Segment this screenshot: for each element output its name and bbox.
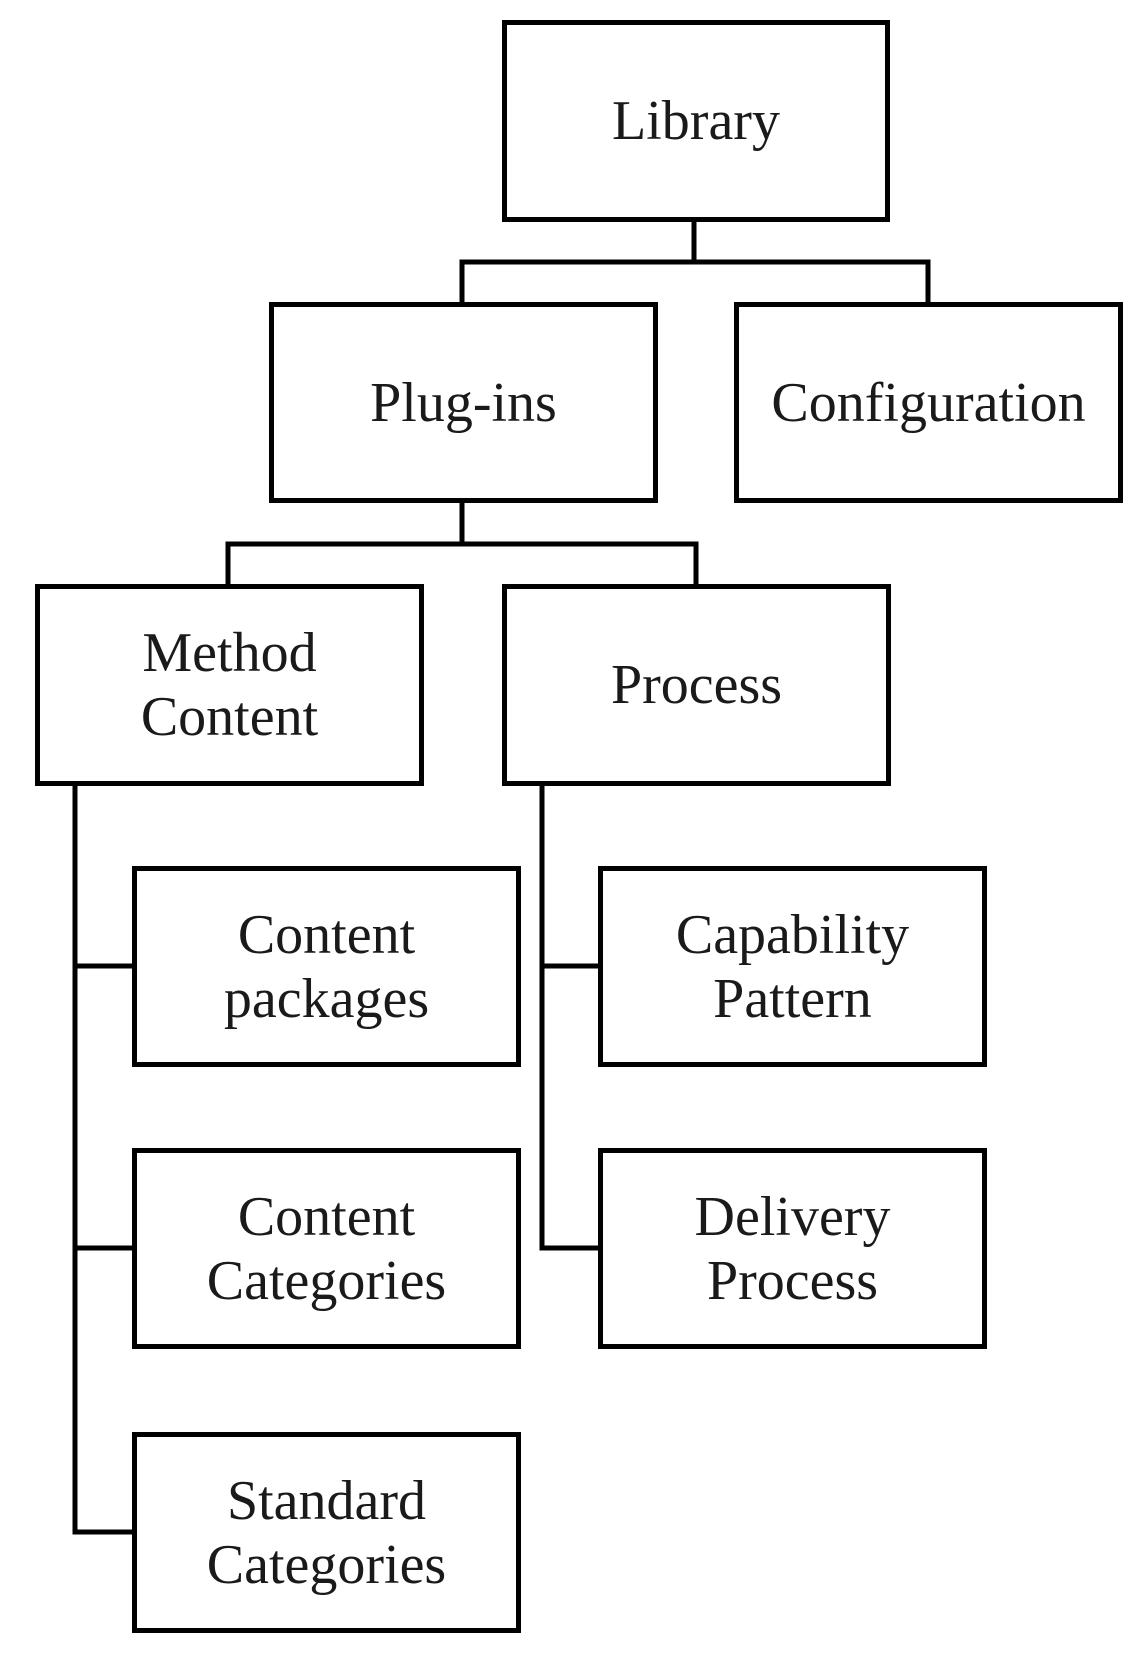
node-delivery-process-line-1: Delivery [694,1185,891,1248]
node-process: Process [502,584,891,786]
node-content-packages-line-2: packages [223,967,430,1030]
node-plugins-label: Plug-ins [370,371,557,435]
node-standard-categories-label: Standard Categories [207,1469,446,1597]
node-delivery-process-label: Delivery Process [695,1185,891,1313]
node-content-categories: Content Categories [132,1148,521,1349]
node-library: Library [502,20,890,222]
node-method-content-line-2: Content [140,686,319,748]
node-capability-pattern-line-1: Capability [675,903,910,966]
node-standard-categories: Standard Categories [132,1432,521,1633]
node-method-content-line-1: Method [142,622,317,684]
node-capability-pattern: Capability Pattern [598,866,987,1067]
node-content-categories-label: Content Categories [207,1185,446,1313]
node-plugins: Plug-ins [269,302,658,503]
node-delivery-process-line-2: Process [706,1249,879,1312]
node-content-categories-line-1: Content [237,1185,416,1248]
node-standard-categories-line-1: Standard [226,1469,427,1532]
node-method-content-label: Method Content [141,621,318,749]
node-content-packages-line-1: Content [237,903,416,966]
node-library-label: Library [612,89,780,153]
edge-plugins-method-content [225,500,465,587]
node-configuration-line-1: Configuration [771,371,1086,434]
node-method-content: Method Content [35,584,424,786]
node-capability-pattern-label: Capability Pattern [676,903,909,1031]
edge-library-plugins [459,219,697,305]
node-delivery-process: Delivery Process [598,1148,987,1349]
node-plugins-line-1: Plug-ins [370,371,557,434]
node-configuration-label: Configuration [771,371,1085,435]
node-library-line-1: Library [612,90,780,152]
node-content-categories-line-2: Categories [206,1249,447,1312]
node-process-line-1: Process [610,654,783,716]
node-capability-pattern-line-2: Pattern [713,967,872,1030]
node-process-label: Process [611,653,782,717]
node-configuration: Configuration [734,302,1123,503]
node-content-packages: Content packages [132,866,521,1067]
edge-plugins-process [459,541,699,587]
node-content-packages-label: Content packages [224,903,429,1031]
edge-library-configuration [691,259,931,305]
node-standard-categories-line-2: Categories [206,1533,447,1596]
